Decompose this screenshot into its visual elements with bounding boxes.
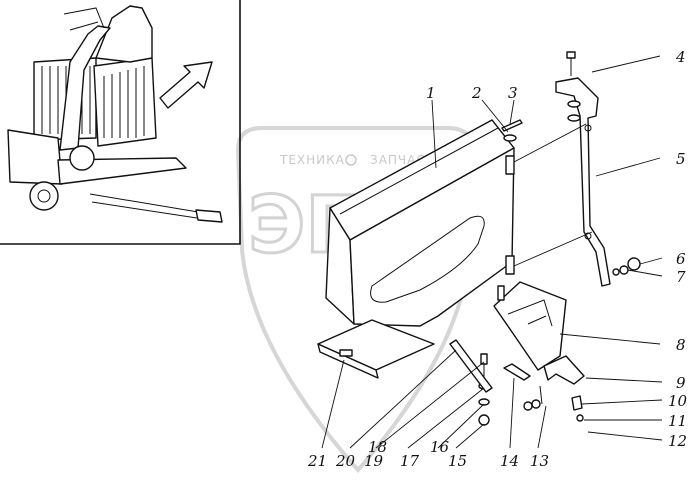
callout-2: 2 [471,84,482,102]
callout-10: 10 [668,392,688,410]
callout-16: 16 [430,438,450,456]
callout-8: 8 [676,336,686,354]
washer-16 [478,398,490,406]
washer-7 [619,265,629,275]
callout-13: 13 [530,452,549,470]
callout-17: 17 [400,452,420,470]
callout-6: 6 [676,250,686,268]
callout-5: 5 [676,150,686,168]
nut-15 [478,414,490,426]
pin-10 [571,395,583,411]
machine-side-panel [93,57,157,147]
cotter-pin-3 [501,119,523,132]
exploded-parts [317,51,641,426]
machine-wheel [29,181,59,211]
bolt-21 [339,349,353,357]
callout-1: 1 [426,84,436,102]
callout-15: 15 [448,452,467,470]
machine-gear-drum [69,145,95,171]
machine-top-hood [95,5,153,63]
inset-machine-view [0,0,241,245]
bolt-head-4 [566,51,576,59]
inset-frame [0,0,241,245]
strap-19 [449,339,493,393]
callout-19: 19 [364,452,384,470]
location-arrow [159,61,213,109]
callout-11: 11 [668,412,687,430]
pin-13 [539,385,543,405]
bolt-top-8 [497,285,505,301]
cover-side-face [349,147,515,327]
support-bracket-8 [493,281,567,371]
watermark-top-text: ТЕХНИКА [279,153,345,167]
callout-7: 7 [676,268,686,286]
machine-elevator [59,25,111,151]
cover-cutout [370,215,485,303]
latch-9 [543,355,585,385]
callout-labels: 1 2 3 4 5 6 7 8 9 10 11 12 13 14 15 16 1… [307,48,688,470]
callout-12: 12 [668,432,687,450]
watermark-shield [235,126,475,474]
callout-3: 3 [508,84,518,102]
callout-18: 18 [368,438,387,456]
callout-4: 4 [675,48,686,66]
gear-icon [345,154,357,166]
bracket-bar-5 [555,77,611,287]
nut-6 [627,257,641,271]
hinge-tab-lower [505,255,515,275]
callout-20: 20 [335,452,356,470]
hinge-tab-upper [505,155,515,175]
washer-11 [576,414,584,422]
machine-front-plate [7,129,63,185]
callout-9: 9 [676,374,686,392]
leader-lines [321,55,663,449]
callout-14: 14 [500,452,519,470]
bolt-14 [503,363,531,381]
callout-21: 21 [307,452,327,470]
washer-2 [503,134,517,142]
base-plate-21 [317,319,435,371]
